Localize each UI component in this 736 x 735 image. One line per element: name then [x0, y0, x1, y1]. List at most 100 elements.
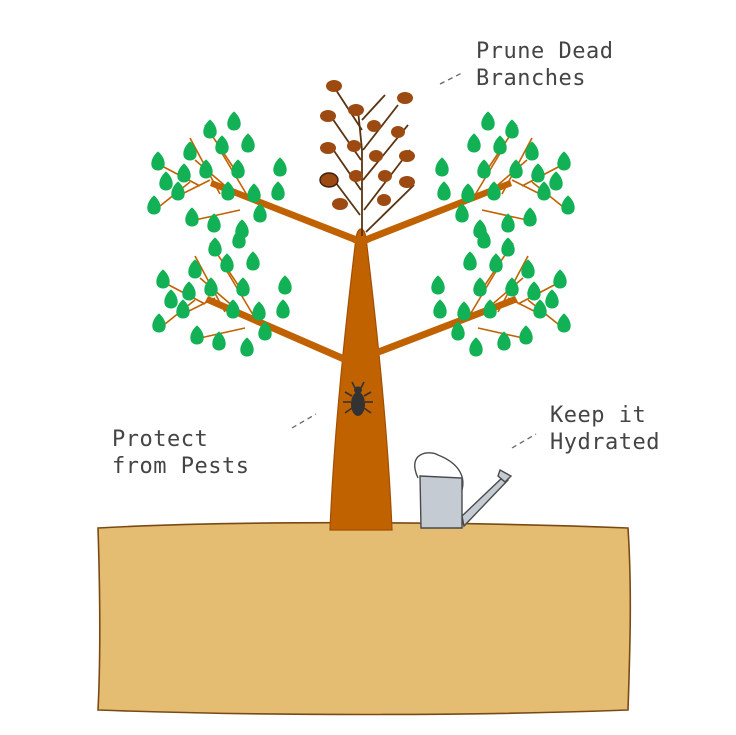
leaf [557, 313, 571, 333]
leader-hydrate [511, 433, 537, 449]
leaf [185, 207, 199, 227]
leaf [537, 181, 551, 201]
leaf [183, 141, 197, 161]
leaf [505, 119, 519, 139]
leaf [271, 181, 285, 201]
leaf [215, 135, 229, 155]
leaf [437, 181, 451, 201]
twig [481, 209, 528, 221]
leaf [527, 281, 541, 301]
leaf [473, 277, 487, 297]
leaf [451, 321, 465, 341]
leaf [253, 203, 267, 223]
twig [477, 327, 524, 339]
leaf-cluster-upper-left [147, 111, 287, 239]
leader-prune [439, 71, 465, 85]
twig [199, 327, 246, 339]
leaf-cluster-lower-left [152, 229, 292, 357]
leaf [226, 299, 240, 319]
dead-leaves [319, 80, 415, 210]
leaf [501, 213, 515, 233]
leaf [227, 111, 241, 131]
leaf [455, 203, 469, 223]
leaf [278, 275, 292, 295]
leaf [505, 277, 519, 297]
leaf-cluster-upper-right [435, 111, 575, 239]
leaf [545, 289, 559, 309]
leaf [252, 301, 266, 321]
soil-bed [97, 521, 632, 716]
leaf [221, 181, 235, 201]
leaf [156, 269, 170, 289]
annotation-keep-hydrated: Keep it Hydrated [550, 403, 660, 455]
leaf [509, 159, 523, 179]
leaf [182, 281, 196, 301]
leaf [273, 157, 287, 177]
twig [487, 277, 524, 309]
leaf [240, 337, 254, 357]
leader-lines [291, 71, 537, 449]
leaf [493, 135, 507, 155]
twig [491, 159, 528, 191]
twig [194, 209, 241, 221]
leaf [276, 299, 290, 319]
leaf [461, 183, 475, 203]
twig [199, 277, 236, 309]
leaf [557, 151, 571, 171]
leaf [208, 237, 222, 257]
twig [511, 179, 543, 196]
leaf [553, 269, 567, 289]
leader-pests [291, 413, 317, 429]
leaf [519, 325, 533, 345]
leaf [232, 229, 246, 249]
leaf [176, 299, 190, 319]
leaf [212, 331, 226, 351]
leaf [435, 157, 449, 177]
leaf [457, 301, 471, 321]
branch-lower-left [205, 296, 350, 366]
leaf [207, 213, 221, 233]
leaf [463, 251, 477, 271]
leaf [152, 313, 166, 333]
twig [184, 297, 216, 314]
leaf [190, 325, 204, 345]
leaf [497, 331, 511, 351]
leaf [204, 277, 218, 297]
leaf [433, 299, 447, 319]
leaf [188, 259, 202, 279]
leaf [487, 181, 501, 201]
beetle-icon [343, 381, 373, 416]
leaf [533, 299, 547, 319]
leaf [431, 275, 445, 295]
leaf [258, 321, 272, 341]
leaf [247, 183, 261, 203]
leaf [246, 251, 260, 271]
leaf [561, 195, 575, 215]
dead-leaf-outlined [319, 172, 339, 188]
annotation-protect-from-pests: Protect from Pests [112, 427, 250, 479]
dead-branches [329, 89, 415, 236]
leaf [521, 259, 535, 279]
twig [194, 159, 231, 191]
leaf [199, 159, 213, 179]
leaf [523, 207, 537, 227]
leaf [236, 277, 250, 297]
leaf [489, 253, 503, 273]
leaf [467, 133, 481, 153]
twig [507, 297, 539, 314]
tree-trunk [329, 228, 393, 531]
leaf [231, 159, 245, 179]
leaf [477, 159, 491, 179]
leaf [501, 237, 515, 257]
leaf [483, 299, 497, 319]
leaf [171, 181, 185, 201]
leaf [159, 171, 173, 191]
leaf-cluster-lower-right [431, 229, 571, 357]
leaf [164, 289, 178, 309]
leaf [241, 133, 255, 153]
leaf [531, 163, 545, 183]
annotation-prune-dead-branches: Prune Dead Branches [476, 39, 614, 91]
leaf [177, 163, 191, 183]
twig [179, 179, 211, 196]
